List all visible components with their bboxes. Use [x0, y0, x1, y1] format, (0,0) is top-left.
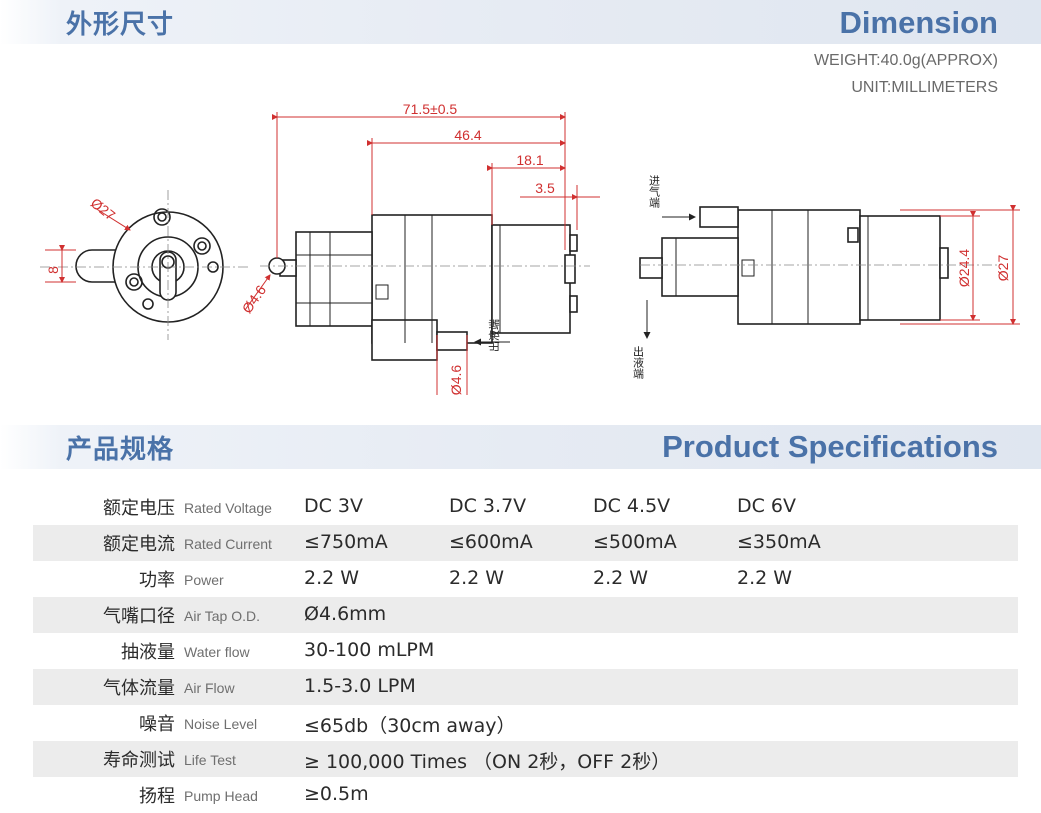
spec-value: Ø4.6mm: [304, 603, 387, 625]
spec-row-rated-current: 额定电流 Rated Current ≤750mA ≤600mA ≤500mA …: [33, 525, 1018, 561]
dimension-title-en: Dimension: [839, 5, 998, 40]
spec-value: DC 3V: [304, 495, 364, 517]
spec-value: DC 6V: [737, 495, 797, 517]
spec-value: 2.2 W: [737, 567, 793, 589]
tap-diameter-left-label: Ø4.6: [239, 282, 270, 316]
spec-value: ≤350mA: [737, 531, 821, 553]
spec-label-en: Power: [184, 572, 224, 588]
outlet-label-right: 出液端: [632, 345, 645, 380]
dimension-header-band: [0, 0, 1041, 44]
specs-title-en: Product Specifications: [662, 429, 998, 464]
spec-row-noise-level: 噪音 Noise Level ≤65db（30cm away）: [33, 705, 1018, 741]
spec-label-en: Air Flow: [184, 680, 235, 696]
specs-header-band: [0, 425, 1041, 469]
spec-label-cn: 噪音: [139, 714, 175, 735]
spec-row-air-tap: 气嘴口径 Air Tap O.D. Ø4.6mm: [33, 597, 1018, 633]
spec-row-air-flow: 气体流量 Air Flow 1.5-3.0 LPM: [33, 669, 1018, 705]
terminal-length-label: 3.5: [535, 180, 555, 196]
dimension-title-cn: 外形尺寸: [66, 10, 175, 40]
spec-label-en: Water flow: [184, 644, 250, 660]
specs-title-cn: 产品规格: [66, 435, 175, 465]
face-diameter-label: Ø27: [88, 195, 119, 224]
spec-value: ≥0.5m: [304, 783, 369, 805]
motor-length-label: 18.1: [516, 152, 543, 168]
unit-note: UNIT:MILLIMETERS: [851, 79, 998, 96]
spec-value: ≥ 100,000 Times （ON 2秒，OFF 2秒）: [304, 751, 671, 773]
overall-length-label: 71.5±0.5: [403, 101, 458, 117]
inlet-label: 进气端: [648, 175, 661, 209]
spec-value: 2.2 W: [304, 567, 360, 589]
spec-value: ≤750mA: [304, 531, 388, 553]
spec-label-en: Rated Voltage: [184, 500, 272, 516]
spec-value: 2.2 W: [449, 567, 505, 589]
spec-label-en: Air Tap O.D.: [184, 608, 260, 624]
spec-row-rated-voltage: 额定电压 Rated Voltage DC 3V DC 3.7V DC 4.5V…: [33, 489, 1018, 525]
spec-value: ≤600mA: [449, 531, 533, 553]
spec-row-life-test: 寿命测试 Life Test ≥ 100,000 Times （ON 2秒，OF…: [33, 741, 1018, 777]
spec-value: DC 4.5V: [593, 495, 671, 517]
spec-table: 额定电压 Rated Voltage DC 3V DC 3.7V DC 4.5V…: [33, 489, 1018, 813]
case-diameter-label: Ø27: [995, 255, 1011, 282]
spec-value: DC 3.7V: [449, 495, 527, 517]
spec-label-en: Life Test: [184, 752, 236, 768]
spec-value: 30-100 mLPM: [304, 639, 435, 661]
spec-label-cn: 抽液量: [121, 642, 175, 663]
dimension-drawing: 8 Ø27 71: [40, 101, 1020, 396]
spec-label-cn: 额定电压: [103, 498, 175, 519]
outlet-label-side: 出液端: [487, 319, 501, 352]
front-view: [75, 208, 224, 323]
spec-row-power: 功率 Power 2.2 W 2.2 W 2.2 W 2.2 W: [33, 561, 1018, 597]
spec-value: ≤500mA: [593, 531, 677, 553]
spec-value: 1.5-3.0 LPM: [304, 675, 416, 697]
spec-label-en: Pump Head: [184, 788, 258, 804]
motor-diameter-label: Ø24.4: [956, 249, 972, 287]
spec-label-en: Noise Level: [184, 716, 258, 732]
spec-label-cn: 气体流量: [103, 678, 175, 699]
spec-label-cn: 扬程: [139, 786, 175, 807]
spec-value: 2.2 W: [593, 567, 649, 589]
spec-label-en: Rated Current: [184, 536, 272, 552]
nozzle-width-label: 8: [45, 266, 61, 274]
tap-diameter-bottom-label: Ø4.6: [448, 365, 464, 396]
spec-row-pump-head: 扬程 Pump Head ≥0.5m: [33, 777, 1018, 813]
spec-label-cn: 寿命测试: [103, 750, 175, 771]
spec-label-cn: 气嘴口径: [103, 606, 175, 627]
weight-note: WEIGHT:40.0g(APPROX): [813, 52, 998, 69]
body-length-label: 46.4: [454, 127, 481, 143]
spec-label-cn: 功率: [139, 570, 175, 591]
spec-label-cn: 额定电流: [103, 534, 175, 555]
spec-value: ≤65db（30cm away）: [304, 715, 516, 737]
spec-row-water-flow: 抽液量 Water flow 30-100 mLPM: [33, 633, 1018, 669]
